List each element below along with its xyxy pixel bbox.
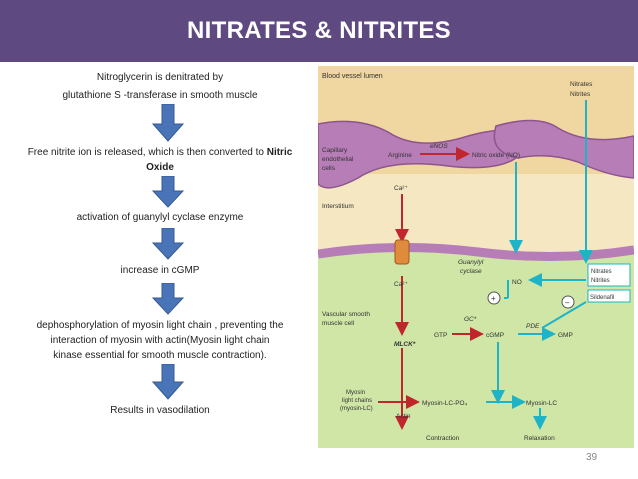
calcium-channel bbox=[394, 239, 410, 265]
nitrates-right-label: Nitrates bbox=[591, 269, 612, 275]
flow-arrow-3 bbox=[152, 228, 184, 260]
flow-step-5-line-1: dephosphorylation of myosin light chain … bbox=[36, 320, 284, 331]
plus-label: + bbox=[491, 294, 496, 303]
myosin-lc-label: Myosin-LC bbox=[526, 400, 557, 407]
flow-step-2-bold-2: Oxide bbox=[146, 162, 174, 173]
contraction-label: Contraction bbox=[426, 435, 460, 442]
sildenafil-label: Sildenafil bbox=[590, 295, 614, 301]
myosin-label: Myosin bbox=[346, 390, 365, 396]
pde-label: PDE bbox=[526, 323, 540, 330]
smooth-muscle-cell bbox=[318, 247, 634, 448]
sildenafil-inhibition-line bbox=[541, 301, 587, 329]
flow-arrow-5 bbox=[152, 364, 184, 400]
cells-label: cells bbox=[322, 165, 336, 172]
minus-circle bbox=[561, 295, 575, 309]
flow-step-1-line-1: Nitroglycerin is denitrated by bbox=[96, 72, 224, 83]
cyclase-label: cyclase bbox=[460, 268, 482, 275]
nitrates-top-label: Nitrates bbox=[570, 81, 593, 88]
nitrates-right-box bbox=[587, 263, 631, 287]
flow-step-6: Results in vasodilation bbox=[110, 405, 210, 416]
flow-step-5-line-3: kinase essential for smooth muscle contr… bbox=[53, 350, 267, 361]
cgmp-label: cGMP bbox=[486, 332, 504, 339]
flow-step-1-line-2: glutathione S -transferase in smooth mus… bbox=[62, 90, 258, 101]
mechanism-figure: Blood vessel lumen Nitrates Nitrites Cap… bbox=[318, 66, 634, 448]
flow-step-2: Free nitrite ion is released, which is t… bbox=[4, 145, 316, 175]
no-label: NO bbox=[512, 279, 522, 286]
mlck-label: MLCK* bbox=[394, 341, 416, 348]
interstitium-label: Interstitium bbox=[322, 203, 354, 210]
enos-label: eNOS bbox=[430, 143, 448, 150]
gc-star-label: GC* bbox=[464, 316, 477, 323]
nitrites-right-label: Nitrites bbox=[591, 278, 610, 284]
myosin-lc-po4-label: Myosin-LC-PO₄ bbox=[422, 400, 468, 407]
actin-label: Actin bbox=[396, 413, 411, 420]
flow-arrow-2 bbox=[152, 176, 184, 208]
plus-circle bbox=[487, 291, 501, 305]
flow-arrow-1 bbox=[152, 104, 184, 142]
title-banner bbox=[0, 0, 638, 62]
flow-step-4: increase in cGMP bbox=[120, 265, 200, 276]
ca2-top-label: Ca²⁺ bbox=[394, 185, 408, 192]
vascular-smooth-label: Vascular smooth bbox=[322, 311, 370, 318]
flow-step-5-line-2: interaction of myosin with actin(Myosin … bbox=[50, 335, 270, 346]
nitrites-top-label: Nitrites bbox=[570, 91, 591, 98]
gtp-label: GTP bbox=[434, 332, 447, 339]
minus-label: – bbox=[565, 298, 570, 307]
endothelial-cell-right bbox=[493, 119, 634, 179]
guanylyl-label: Guanylyl bbox=[458, 259, 484, 266]
muscle-cell-label: muscle cell bbox=[322, 320, 355, 327]
blood-vessel-lumen-label: Blood vessel lumen bbox=[322, 73, 383, 80]
flow-step-2-text: Free nitrite ion is released, which is t… bbox=[27, 147, 267, 158]
light-chains-label: light chains bbox=[342, 398, 372, 404]
slide-title: NITRATES & NITRITES bbox=[187, 17, 451, 44]
gmp-label: GMP bbox=[558, 332, 573, 339]
endothelial-label: endothelial bbox=[322, 156, 354, 163]
flow-arrow-4 bbox=[152, 283, 184, 315]
flow-step-2-bold: Nitric bbox=[266, 147, 293, 158]
arginine-label: Arginine bbox=[388, 152, 412, 159]
flow-step-5: dephosphorylation of myosin light chain … bbox=[4, 318, 316, 363]
ca2-mid-label: Ca²⁺ bbox=[394, 281, 408, 288]
nitric-oxide-label: Nitric oxide (NO) bbox=[472, 152, 520, 159]
capillary-label: Capillary bbox=[322, 147, 348, 154]
myosin-lc-paren-label: (myosin-LC) bbox=[340, 406, 373, 412]
sildenafil-box bbox=[587, 289, 631, 303]
relaxation-label: Relaxation bbox=[524, 435, 555, 442]
page-number: 39 bbox=[586, 452, 598, 463]
flow-step-3: activation of guanylyl cyclase enzyme bbox=[76, 212, 244, 223]
interstitium-band bbox=[318, 174, 634, 254]
